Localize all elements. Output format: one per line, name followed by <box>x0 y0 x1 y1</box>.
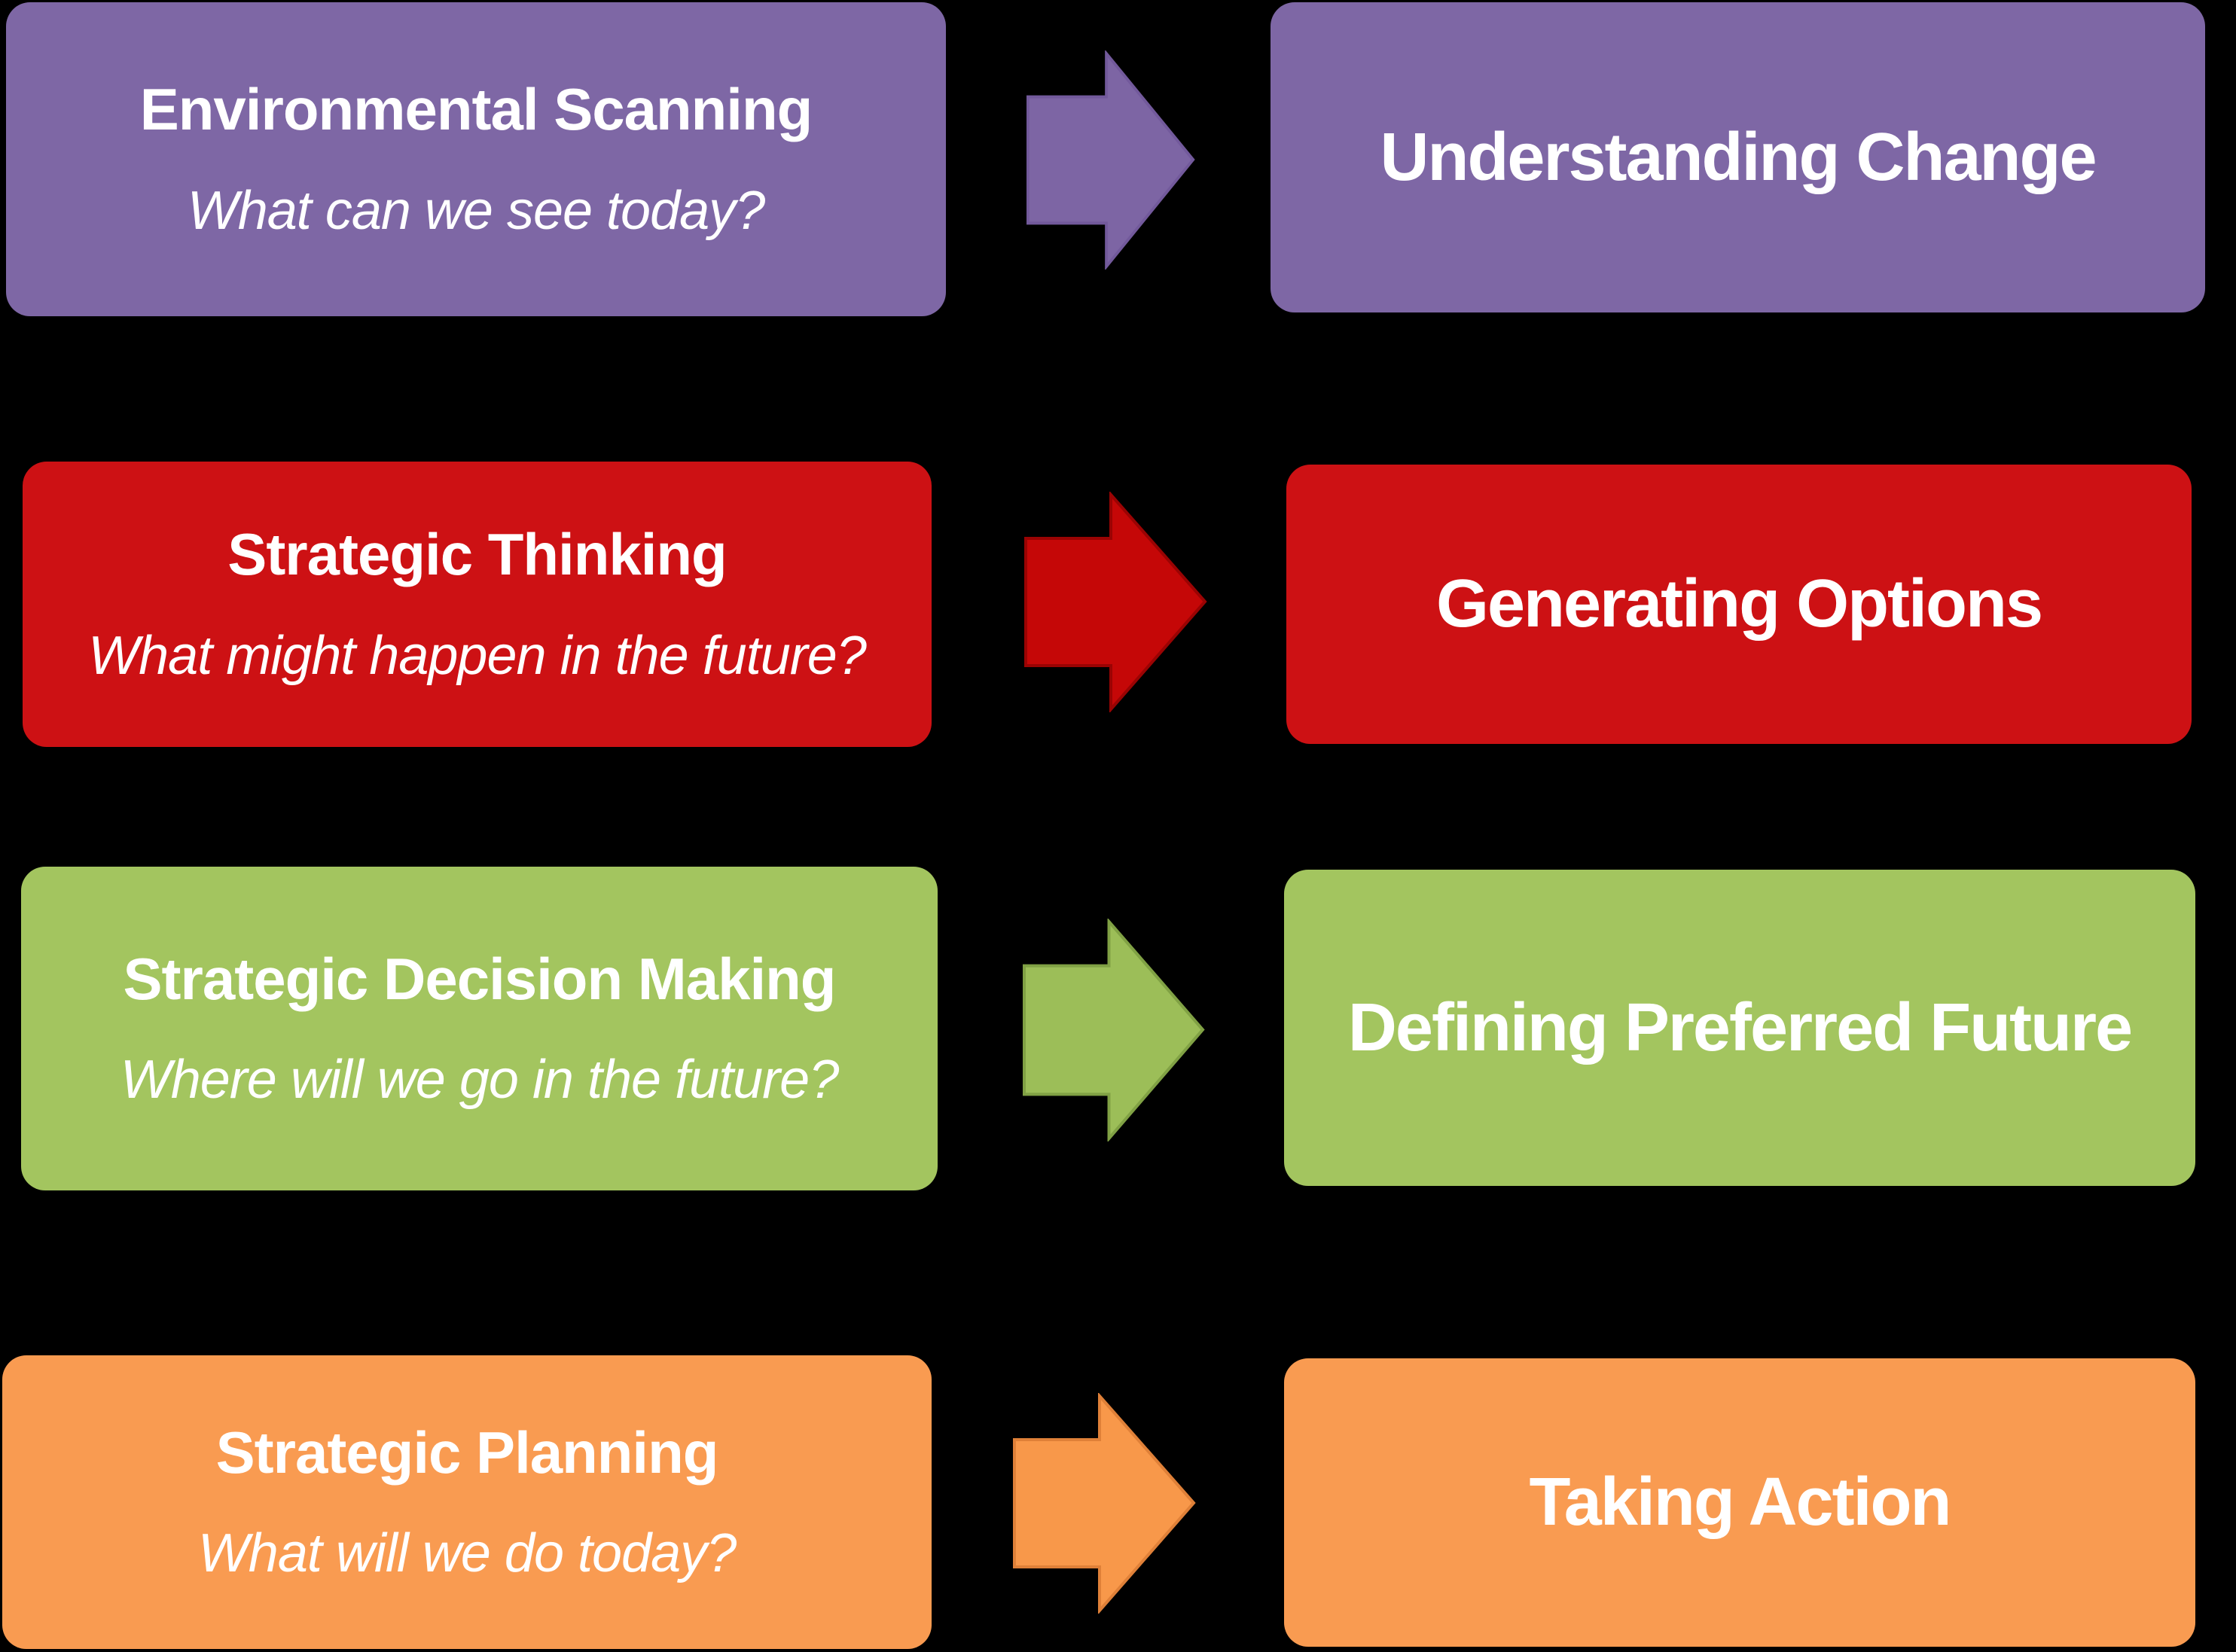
stage-question: Where will we go in the future? <box>120 1050 839 1111</box>
stage-title: Environmental Scanning <box>139 76 813 142</box>
stage-question: What will we do today? <box>197 1523 737 1584</box>
stage-box-strategic-planning: Strategic Planning What will we do today… <box>2 1355 932 1649</box>
outcome-box-taking-action: Taking Action <box>1284 1358 2195 1647</box>
stage-question: What might happen in the future? <box>88 625 867 686</box>
outcome-box-generating-options: Generating Options <box>1286 465 2192 744</box>
right-arrow-icon <box>1024 492 1207 712</box>
stage-box-environmental-scanning: Environmental Scanning What can we see t… <box>6 2 946 316</box>
stage-box-strategic-thinking: Strategic Thinking What might happen in … <box>23 462 932 747</box>
stage-title: Strategic Decision Making <box>123 945 837 1012</box>
outcome-label: Understanding Change <box>1380 119 2097 195</box>
outcome-label: Defining Preferred Future <box>1347 989 2133 1065</box>
right-arrow-icon <box>1013 1393 1196 1614</box>
outcome-label: Taking Action <box>1529 1465 1952 1540</box>
stage-box-strategic-decision-making: Strategic Decision Making Where will we … <box>21 867 938 1190</box>
stage-question: What can we see today? <box>187 180 765 241</box>
stage-title: Strategic Planning <box>215 1419 719 1486</box>
outcome-box-defining-preferred-future: Defining Preferred Future <box>1284 870 2195 1186</box>
right-arrow-icon <box>1026 50 1195 270</box>
outcome-label: Generating Options <box>1435 566 2043 642</box>
right-arrow-icon <box>1023 919 1205 1141</box>
stage-title: Strategic Thinking <box>227 521 727 587</box>
outcome-box-understanding-change: Understanding Change <box>1271 2 2205 312</box>
